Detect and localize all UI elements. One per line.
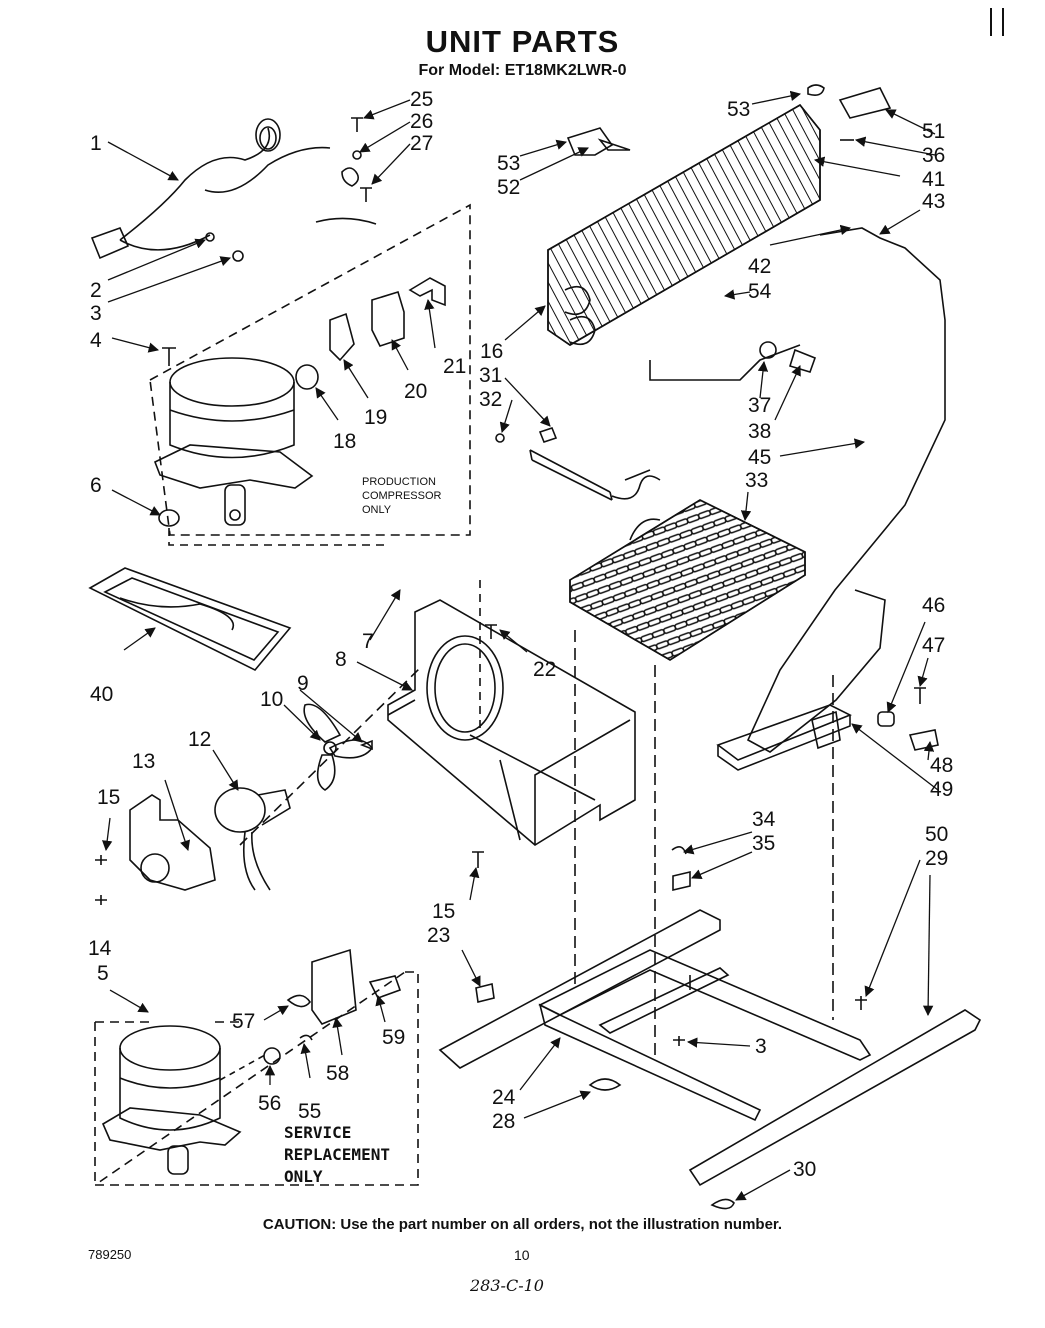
callout-16: 16: [480, 340, 503, 363]
callout-6: 6: [90, 474, 102, 497]
callout-23: 23: [427, 924, 450, 947]
side-rail-part: [688, 1009, 982, 1187]
callout-2: 2: [90, 279, 102, 302]
production-note-line-2: COMPRESSOR: [362, 490, 442, 502]
callout-4: 4: [90, 329, 102, 352]
callout-30: 30: [793, 1158, 816, 1181]
callout-27: 27: [410, 132, 433, 155]
callout-35: 35: [752, 832, 775, 855]
evaporator-part: [547, 103, 821, 346]
callout-15-lower: 15: [432, 900, 455, 923]
callout-20: 20: [404, 380, 427, 403]
callout-45: 45: [748, 446, 771, 469]
callout-43: 43: [922, 190, 945, 213]
callout-10: 10: [260, 688, 283, 711]
callout-21: 21: [443, 355, 466, 378]
lower-evaporator-part: [569, 469, 806, 661]
callout-18: 18: [333, 430, 356, 453]
production-compressor-part: [153, 357, 314, 526]
corner-mark: [990, 8, 1004, 36]
callout-41: 41: [922, 168, 945, 191]
callout-28: 28: [492, 1110, 515, 1133]
callout-51: 51: [922, 120, 945, 143]
callout-8: 8: [335, 648, 347, 671]
callout-36: 36: [922, 144, 945, 167]
callout-56: 56: [258, 1092, 281, 1115]
callout-40: 40: [90, 683, 113, 706]
callout-7: 7: [362, 630, 374, 653]
callout-38: 38: [748, 420, 771, 443]
callout-33: 33: [745, 469, 768, 492]
base-frame-part: [438, 909, 872, 1122]
callout-53-right: 53: [727, 98, 750, 121]
callout-5: 5: [97, 962, 109, 985]
callout-53-left: 53: [497, 152, 520, 175]
document-number: 789250: [88, 1247, 132, 1262]
callout-49: 49: [930, 778, 953, 801]
fan-motor-part: [214, 787, 291, 891]
callout-24: 24: [492, 1086, 516, 1109]
callout-58: 58: [326, 1062, 349, 1085]
drain-pan-part: [88, 567, 292, 671]
callout-37: 37: [748, 394, 771, 417]
callout-29: 29: [925, 847, 948, 870]
service-note-line-3: ONLY: [284, 1167, 323, 1186]
production-note-line-1: PRODUCTION: [362, 476, 436, 488]
callout-42: 42: [748, 255, 771, 278]
callout-50: 50: [925, 823, 948, 846]
callout-19: 19: [364, 406, 387, 429]
callout-34: 34: [752, 808, 776, 831]
callout-55: 55: [298, 1100, 321, 1123]
power-cord-part: [90, 118, 331, 260]
callout-46: 46: [922, 594, 945, 617]
callout-25: 25: [410, 88, 433, 111]
production-note-line-3: ONLY: [362, 504, 392, 516]
page-number: 10: [514, 1247, 530, 1263]
fan-blade-part: [303, 703, 373, 791]
callout-3: 3: [90, 302, 102, 325]
service-note-line-1: SERVICE: [284, 1123, 351, 1142]
callout-32: 32: [479, 388, 502, 411]
callout-12: 12: [188, 728, 211, 751]
service-compressor-part: [101, 1025, 242, 1175]
callout-26: 26: [410, 110, 433, 133]
callout-59: 59: [382, 1026, 405, 1049]
callout-15: 15: [97, 786, 120, 809]
callout-13: 13: [132, 750, 155, 773]
callout-52: 52: [497, 176, 520, 199]
relay-bracket-part: [408, 277, 446, 307]
service-note-line-2: REPLACEMENT: [284, 1145, 390, 1164]
callout-57: 57: [232, 1010, 255, 1033]
callout-31: 31: [479, 364, 502, 387]
callout-14: 14: [88, 937, 112, 960]
overload-part: [329, 312, 355, 362]
motor-bracket-part: [129, 794, 216, 891]
callout-22: 22: [533, 658, 556, 681]
callout-47: 47: [922, 634, 945, 657]
callout-48: 48: [930, 754, 953, 777]
callout-1: 1: [90, 132, 102, 155]
relay-part: [371, 290, 405, 347]
callout-54: 54: [748, 280, 772, 303]
fan-shroud-part: [387, 599, 636, 846]
model-subtitle: For Model: ET18MK2LWR-0: [418, 62, 627, 79]
callout-9: 9: [297, 672, 309, 695]
callout-3-base: 3: [755, 1035, 767, 1058]
handwritten-annotation: 283-C-10: [470, 1276, 544, 1295]
page-title: UNIT PARTS: [425, 24, 620, 59]
production-compressor-group-outline: [149, 203, 471, 536]
caution-note: CAUTION: Use the part number on all orde…: [262, 1216, 783, 1233]
